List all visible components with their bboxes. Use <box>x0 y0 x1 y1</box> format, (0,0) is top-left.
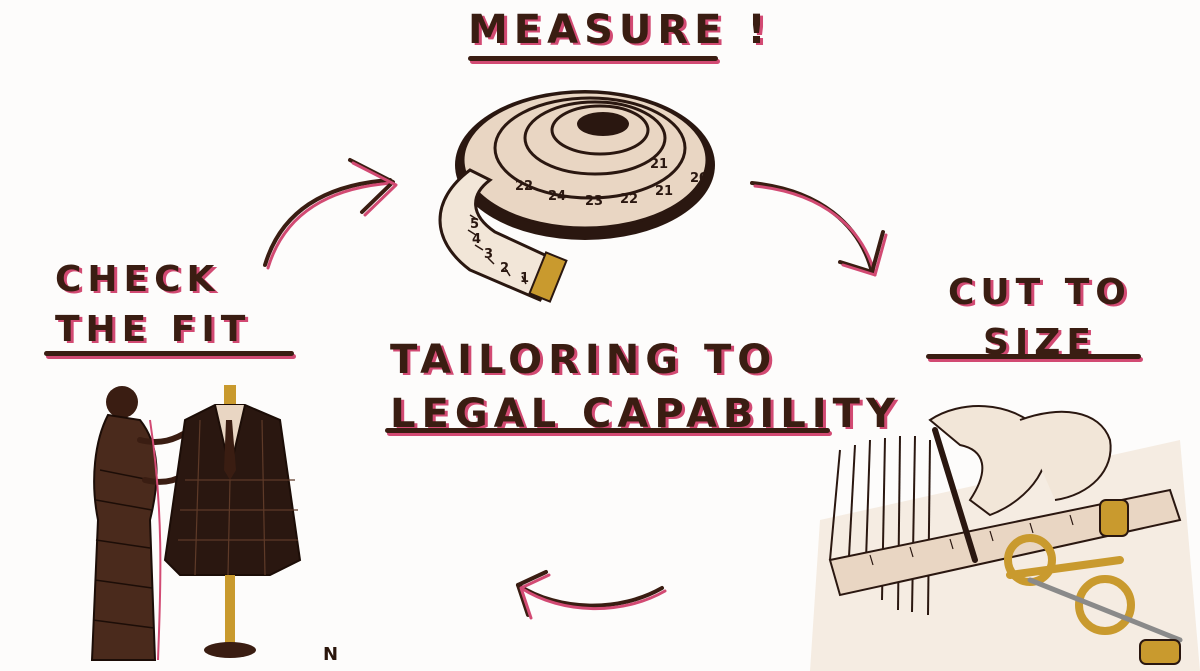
cutting-fabric-icon <box>810 405 1200 671</box>
tape-number: 22 <box>515 179 533 194</box>
cycle-arrow-top-left <box>263 158 398 270</box>
tape-number: 1 <box>520 271 529 286</box>
cycle-arrow-top-right <box>750 181 888 277</box>
center-topic-underline <box>385 428 830 433</box>
tape-number: 23 <box>585 194 603 209</box>
tape-number: 21 <box>655 184 673 199</box>
center-topic-line2: LEGAL CAPABILITY <box>390 391 901 437</box>
tape-number: 3 <box>484 247 493 262</box>
right-step-label: CUT TO SIZE <box>948 275 1132 361</box>
center-topic-line1: TAILORING TO <box>390 337 778 383</box>
tape-number: 4 <box>472 232 481 247</box>
tape-number: 2 <box>500 261 509 276</box>
diagram-title: MEASURE ! <box>468 10 772 50</box>
cycle-arrow-bottom <box>516 570 667 620</box>
right-step-label-line1: CUT TO <box>948 272 1132 313</box>
diagram-title-text: MEASURE ! <box>468 7 772 53</box>
tailor-fitting-icon <box>90 385 302 661</box>
center-topic-label: TAILORING TO LEGAL CAPABILITY <box>390 340 901 434</box>
tape-number: 21 <box>650 157 668 172</box>
artist-signature: N <box>323 644 339 665</box>
tape-number: 24 <box>548 189 566 204</box>
tape-number: 5 <box>470 217 479 232</box>
left-label-underline <box>44 351 294 356</box>
right-label-underline <box>926 354 1141 359</box>
left-step-label: CHECK THE FIT <box>55 262 251 348</box>
left-step-label-line1: CHECK <box>55 259 221 300</box>
tape-number: 20 <box>690 171 708 186</box>
left-step-label-line2: THE FIT <box>55 309 252 350</box>
tape-number: 22 <box>620 192 638 207</box>
measuring-tape-icon: 1 2 3 4 5 20 21 22 23 24 22 21 <box>438 90 715 303</box>
title-underline <box>468 56 718 61</box>
